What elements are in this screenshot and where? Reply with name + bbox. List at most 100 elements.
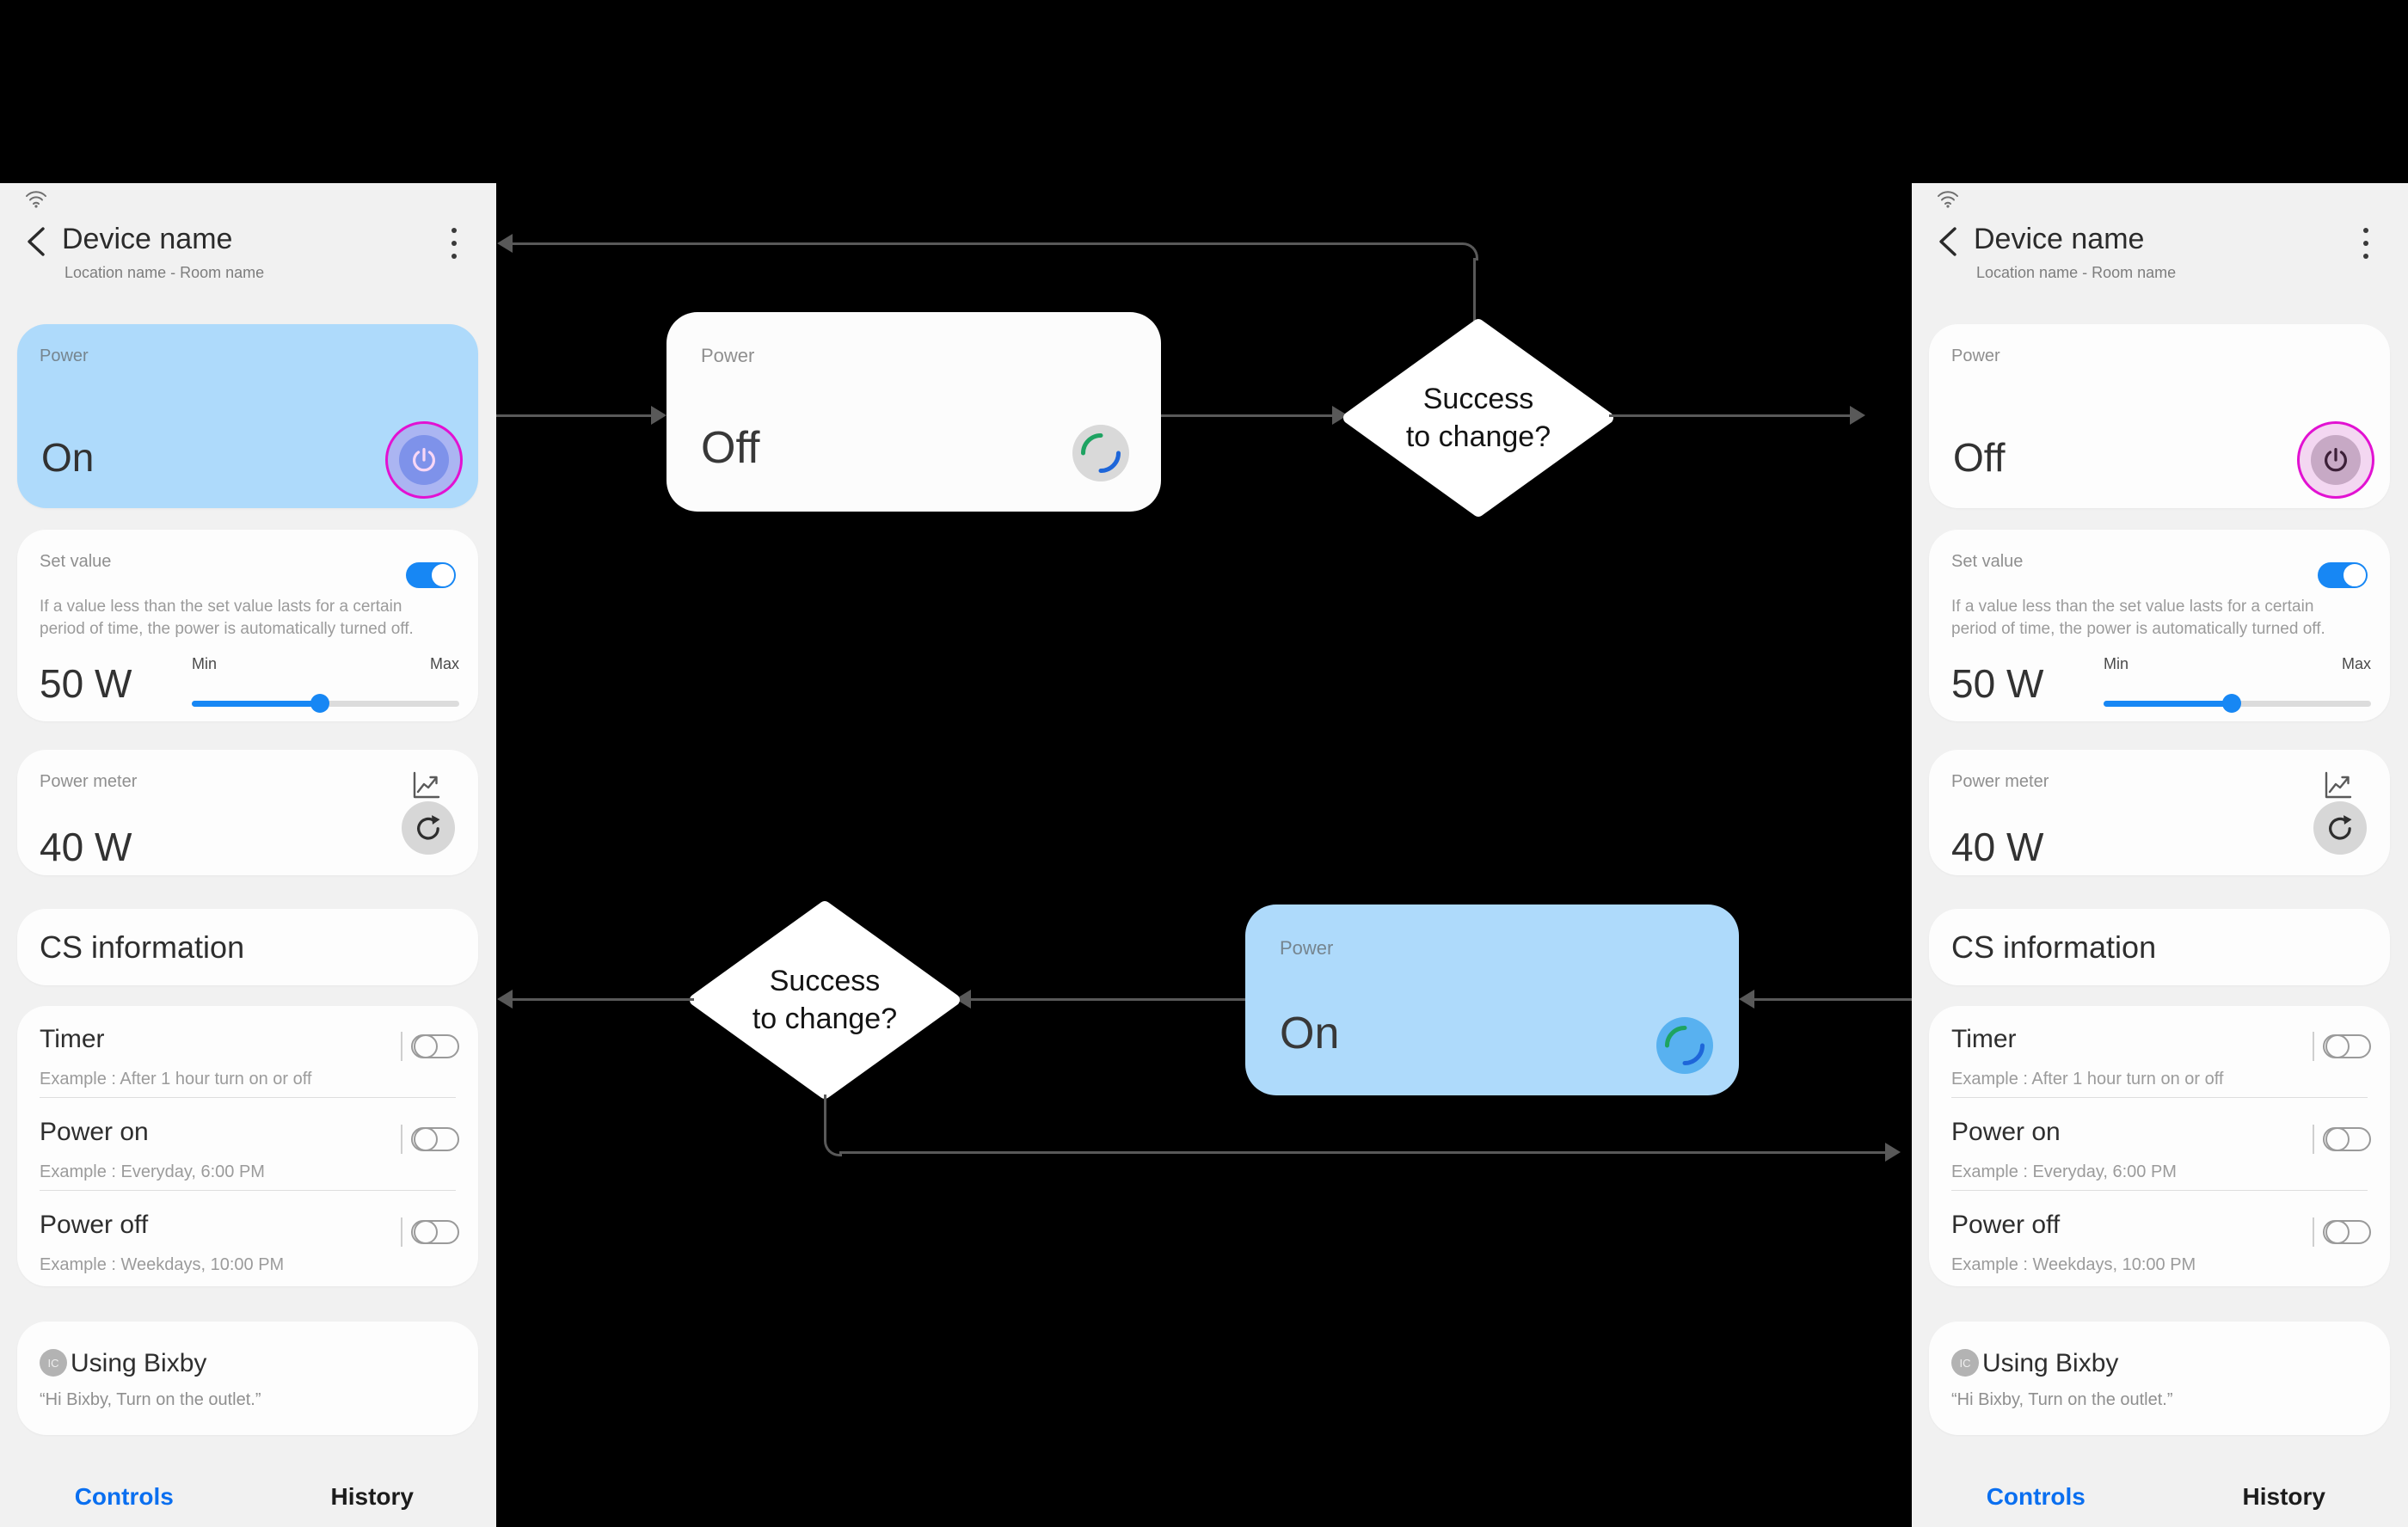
- tab-history[interactable]: History: [330, 1483, 414, 1510]
- flow-card-value: On: [1280, 1009, 1340, 1058]
- back-chevron-icon: [1939, 227, 1956, 256]
- flow-node-power-on-card: Power On: [1245, 905, 1739, 1095]
- set-value-toggle[interactable]: [406, 562, 456, 588]
- refresh-button[interactable]: [2313, 801, 2367, 855]
- back-button[interactable]: [22, 226, 52, 257]
- power-on-toggle[interactable]: [411, 1127, 459, 1151]
- row-divider: [40, 1190, 456, 1191]
- power-toggle-button[interactable]: [385, 421, 463, 499]
- tab-history[interactable]: History: [2242, 1483, 2325, 1510]
- power-meter-label: Power meter: [40, 772, 138, 791]
- set-value-label: Set value: [40, 552, 112, 571]
- phone-screen-left: Device name Location name - Room name Po…: [0, 183, 496, 1527]
- refresh-icon: [417, 815, 440, 840]
- power-on-toggle[interactable]: [2323, 1127, 2371, 1151]
- timer-toggle[interactable]: [411, 1034, 459, 1058]
- flow-node-decision-top: Success to change?: [1341, 316, 1616, 519]
- tab-controls[interactable]: Controls: [1986, 1483, 2086, 1510]
- loading-spinner-icon: [1072, 425, 1129, 481]
- flow-line-diamond-down: [824, 1095, 826, 1140]
- schedule-row-title: Power off: [1951, 1211, 2061, 1239]
- toggle-divider: [401, 1217, 402, 1247]
- set-value-toggle[interactable]: [2318, 562, 2368, 588]
- decision-text: Success to change?: [752, 965, 898, 1035]
- bixby-quote: “Hi Bixby, Turn on the outlet.”: [40, 1390, 261, 1409]
- power-toggle-button[interactable]: [2297, 421, 2374, 499]
- schedule-row-title: Power on: [1951, 1118, 2061, 1146]
- slider-thumb[interactable]: [310, 694, 330, 713]
- page-title: Device name: [62, 223, 233, 255]
- cs-information-card[interactable]: CS information: [17, 909, 478, 985]
- flow-arrowhead-to-off-card: [651, 406, 666, 425]
- flow-line-card-to-diamond: [1161, 414, 1332, 417]
- flow-line-diamond-to-left-phone: [513, 998, 694, 1001]
- flow-arrowhead-return-right: [1885, 1143, 1901, 1162]
- timer-toggle[interactable]: [2323, 1034, 2371, 1058]
- history-graph-button[interactable]: [409, 769, 442, 801]
- slider-track[interactable]: [192, 694, 459, 713]
- flow-node-power-off-card: Power Off: [666, 312, 1161, 512]
- power-icon: [2311, 435, 2361, 485]
- flow-arrowhead-to-right-phone: [1850, 406, 1865, 425]
- row-divider: [1951, 1190, 2368, 1191]
- wifi-icon: [1938, 191, 1958, 208]
- refresh-icon: [2329, 815, 2352, 840]
- flow-arrowhead-to-bottom-diamond: [955, 990, 971, 1009]
- flow-corner-top: [1460, 242, 1478, 261]
- slider-min-label: Min: [2104, 655, 2129, 672]
- set-value-description: If a value less than the set value lasts…: [40, 598, 414, 638]
- set-value-card: Set value If a value less than the set v…: [1929, 530, 2390, 721]
- tab-controls[interactable]: Controls: [74, 1483, 174, 1510]
- wifi-icon: [26, 191, 46, 208]
- set-value-label: Set value: [1951, 552, 2024, 571]
- page-title: Device name: [1974, 223, 2145, 255]
- flow-card-label: Power: [1280, 937, 1334, 959]
- power-off-toggle[interactable]: [2323, 1220, 2371, 1244]
- bixby-card: IC Using Bixby “Hi Bixby, Turn on the ou…: [1929, 1322, 2390, 1435]
- more-options-button[interactable]: [2362, 228, 2369, 259]
- back-button[interactable]: [1934, 226, 1963, 257]
- slider-max-label: Max: [429, 655, 459, 672]
- flow-arrowhead-to-left-phone-top: [497, 234, 513, 253]
- set-value-slider[interactable]: [2104, 694, 2371, 713]
- bixby-card: IC Using Bixby “Hi Bixby, Turn on the ou…: [17, 1322, 478, 1435]
- phone-screen-right: Device name Location name - Room name Po…: [1912, 183, 2408, 1527]
- slider-thumb[interactable]: [2222, 694, 2242, 713]
- history-graph-button[interactable]: [2321, 769, 2354, 801]
- bixby-title: Using Bixby: [1982, 1349, 2119, 1377]
- schedule-row-title: Timer: [40, 1025, 105, 1053]
- flow-corner-bottom: [824, 1138, 842, 1156]
- bixby-badge: IC: [1951, 1349, 1979, 1377]
- schedule-card: Timer Example : After 1 hour turn on or …: [17, 1006, 478, 1286]
- page-subtitle: Location name - Room name: [64, 264, 265, 281]
- cs-information-label: CS information: [1951, 929, 2157, 965]
- flow-node-decision-bottom: Success to change?: [687, 898, 962, 1101]
- bixby-quote: “Hi Bixby, Turn on the outlet.”: [1951, 1390, 2173, 1409]
- schedule-row-example: Example : Everyday, 6:00 PM: [40, 1162, 265, 1181]
- toggle-divider: [2313, 1125, 2314, 1154]
- schedule-card: Timer Example : After 1 hour turn on or …: [1929, 1006, 2390, 1286]
- toggle-divider: [401, 1032, 402, 1061]
- loading-spinner-icon: [1656, 1017, 1713, 1074]
- flow-card-label: Power: [701, 345, 755, 366]
- back-chevron-icon: [28, 227, 45, 256]
- power-card-value: Off: [1953, 435, 2006, 480]
- cs-information-label: CS information: [40, 929, 245, 965]
- power-off-toggle[interactable]: [411, 1220, 459, 1244]
- more-options-button[interactable]: [451, 228, 458, 259]
- set-value-card: Set value If a value less than the set v…: [17, 530, 478, 721]
- cs-information-card[interactable]: CS information: [1929, 909, 2390, 985]
- flow-line-diamond-up: [1473, 258, 1476, 324]
- power-card-value: On: [41, 435, 95, 480]
- flow-line-return-bottom: [839, 1151, 1885, 1154]
- schedule-row-title: Power on: [40, 1118, 149, 1146]
- row-divider: [1951, 1097, 2368, 1098]
- set-value-description: If a value less than the set value lasts…: [1951, 598, 2325, 638]
- refresh-button[interactable]: [402, 801, 455, 855]
- set-value-amount: 50 W: [1951, 661, 2044, 706]
- slider-track[interactable]: [2104, 694, 2371, 713]
- set-value-slider[interactable]: [192, 694, 459, 713]
- flow-arrowhead-to-left-phone-bottom: [497, 990, 513, 1009]
- flow-card-value: Off: [701, 423, 760, 473]
- toggle-divider: [2313, 1217, 2314, 1247]
